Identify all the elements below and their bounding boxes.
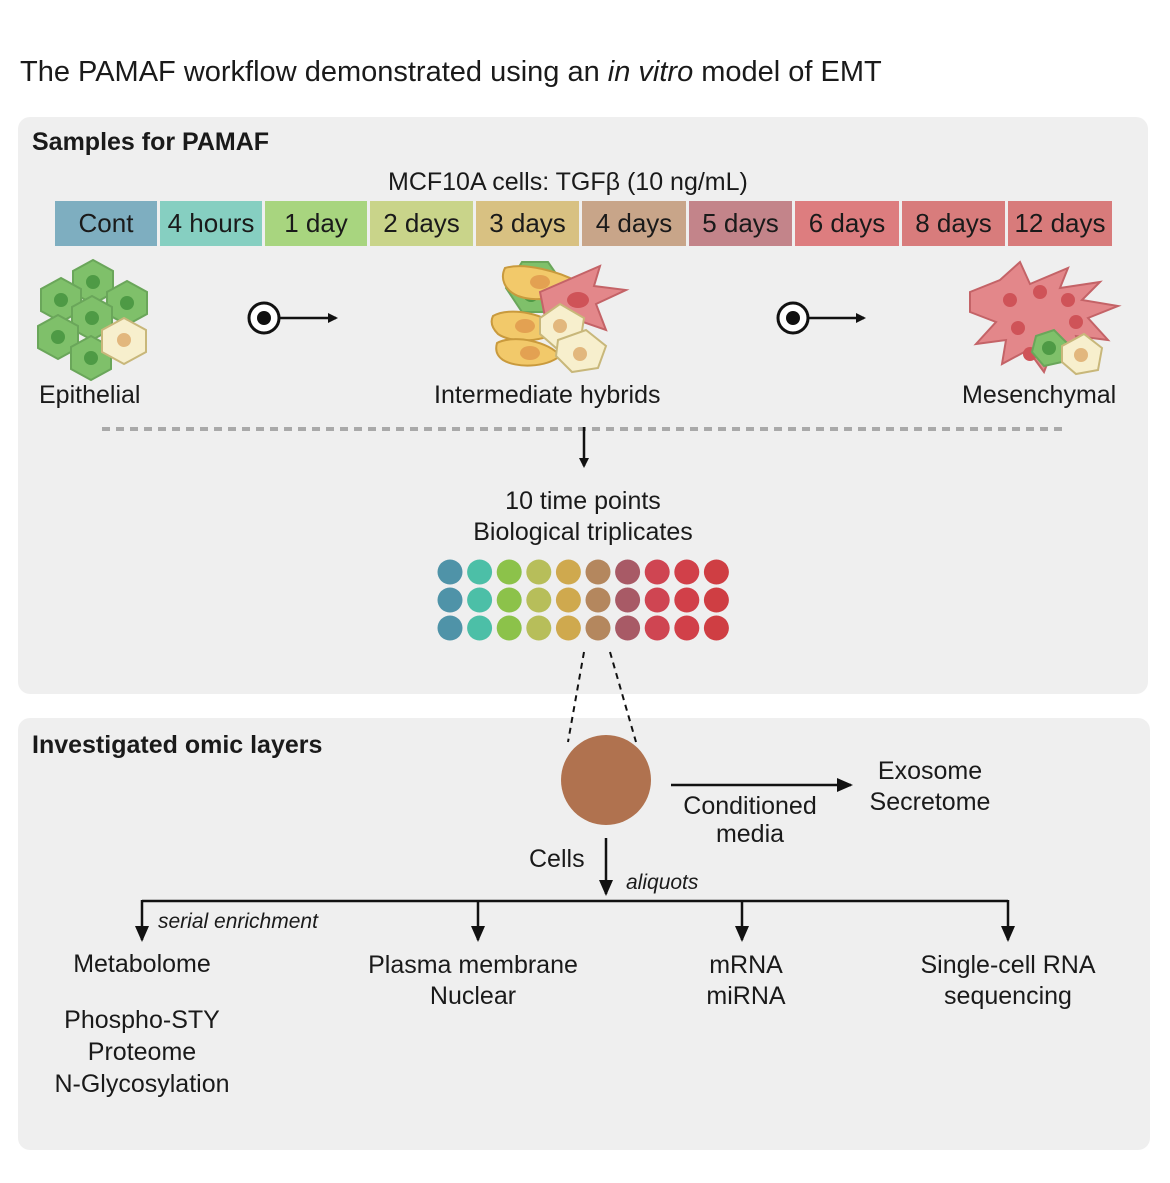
exosome-label: Exosome <box>877 757 983 785</box>
plasma-membrane-label: Plasma membrane <box>368 951 578 979</box>
sample-dot <box>555 559 581 585</box>
sample-dot <box>674 587 700 613</box>
sample-dot <box>555 615 581 641</box>
timepoint-cell: 4 days <box>582 201 686 246</box>
epithelial-cells-icon <box>37 258 148 382</box>
sample-dot <box>496 559 522 585</box>
metabolome-label: Metabolome <box>73 950 211 978</box>
triplicate-dot-grid <box>437 559 729 641</box>
sample-dot <box>585 587 611 613</box>
sequencing-label: sequencing <box>944 982 1072 1010</box>
aliquots-label: aliquots <box>626 871 699 894</box>
rna-group: mRNA miRNA <box>676 950 816 1012</box>
phospho-label: Phospho-STY <box>64 1006 220 1034</box>
membrane-group: Plasma membrane Nuclear <box>343 950 603 1012</box>
mirna-label: miRNA <box>706 982 786 1010</box>
timepoint-cell: 1 day <box>265 201 367 246</box>
summary-triplicates: Biological triplicates <box>473 518 693 546</box>
sample-dot <box>437 559 463 585</box>
progression-arrow-1 <box>247 301 338 335</box>
single-cell-label: Single-cell RNA <box>920 951 1096 979</box>
conditioned-media-label: Conditioned media <box>670 792 830 848</box>
glycosylation-label: N-Glycosylation <box>54 1070 230 1098</box>
mrna-label: mRNA <box>709 951 783 979</box>
zoom-line-right <box>609 651 637 743</box>
single-cell-group: Single-cell RNA sequencing <box>888 950 1128 1012</box>
media-label: media <box>715 820 785 848</box>
label-mesenchymal: Mesenchymal <box>962 381 1117 409</box>
sample-dot <box>467 559 493 585</box>
sample-dot <box>437 615 463 641</box>
timepoint-cell: 8 days <box>902 201 1005 246</box>
sample-dot <box>467 615 493 641</box>
timeline-caption: MCF10A cells: TGFβ (10 ng/mL) <box>388 168 748 196</box>
sample-dot <box>526 559 552 585</box>
timepoint-cell: 12 days <box>1008 201 1112 246</box>
progression-arrow-2 <box>776 301 866 335</box>
timepoint-cell: 6 days <box>795 201 899 246</box>
mesenchymal-cells-icon <box>969 260 1122 376</box>
sample-dot <box>644 559 670 585</box>
sample-dot <box>674 615 700 641</box>
conditioned-label: Conditioned <box>683 792 817 820</box>
omics-heading: Investigated omic layers <box>32 731 323 759</box>
timepoint-cell: 4 hours <box>160 201 262 246</box>
title-italic: in vitro <box>607 56 694 88</box>
label-epithelial: Epithelial <box>39 381 141 409</box>
proteome-label: Proteome <box>87 1038 197 1066</box>
sample-dot <box>496 587 522 613</box>
sample-dot <box>496 615 522 641</box>
sample-dot <box>674 559 700 585</box>
sample-dot <box>703 587 729 613</box>
timepoint-cell: 2 days <box>370 201 473 246</box>
zoom-line-left <box>567 651 585 743</box>
summary-timepoints: 10 time points <box>505 487 661 515</box>
sample-dot <box>615 615 641 641</box>
sample-dot <box>615 587 641 613</box>
timepoint-cell: 5 days <box>689 201 792 246</box>
timepoint-cell: 3 days <box>476 201 579 246</box>
sample-dot <box>615 559 641 585</box>
label-intermediate: Intermediate hybrids <box>434 381 661 409</box>
sample-circle <box>561 735 651 825</box>
sample-dot <box>555 587 581 613</box>
figure-title: The PAMAF workflow demonstrated using an… <box>20 56 882 89</box>
samples-heading: Samples for PAMAF <box>32 128 270 156</box>
serial-enrichment-label: serial enrichment <box>158 910 318 933</box>
proteomics-group: Phospho-STY Proteome N-Glycosylation <box>22 1004 262 1100</box>
sample-dot <box>703 559 729 585</box>
sample-dot <box>526 587 552 613</box>
sample-dot <box>526 615 552 641</box>
sample-dot <box>467 587 493 613</box>
sample-dot <box>437 587 463 613</box>
sample-dot <box>644 615 670 641</box>
sample-dot <box>703 615 729 641</box>
secretome-label: Secretome <box>869 788 991 816</box>
sample-dot <box>644 587 670 613</box>
cells-label: Cells <box>529 845 585 873</box>
sample-dot <box>585 559 611 585</box>
sample-dot <box>585 615 611 641</box>
nuclear-label: Nuclear <box>429 982 517 1010</box>
intermediate-cells-icon <box>490 261 630 374</box>
timepoint-cell: Cont <box>55 201 157 246</box>
title-tail: model of EMT <box>701 56 882 88</box>
title-main: The PAMAF workflow demonstrated using an <box>20 56 600 88</box>
